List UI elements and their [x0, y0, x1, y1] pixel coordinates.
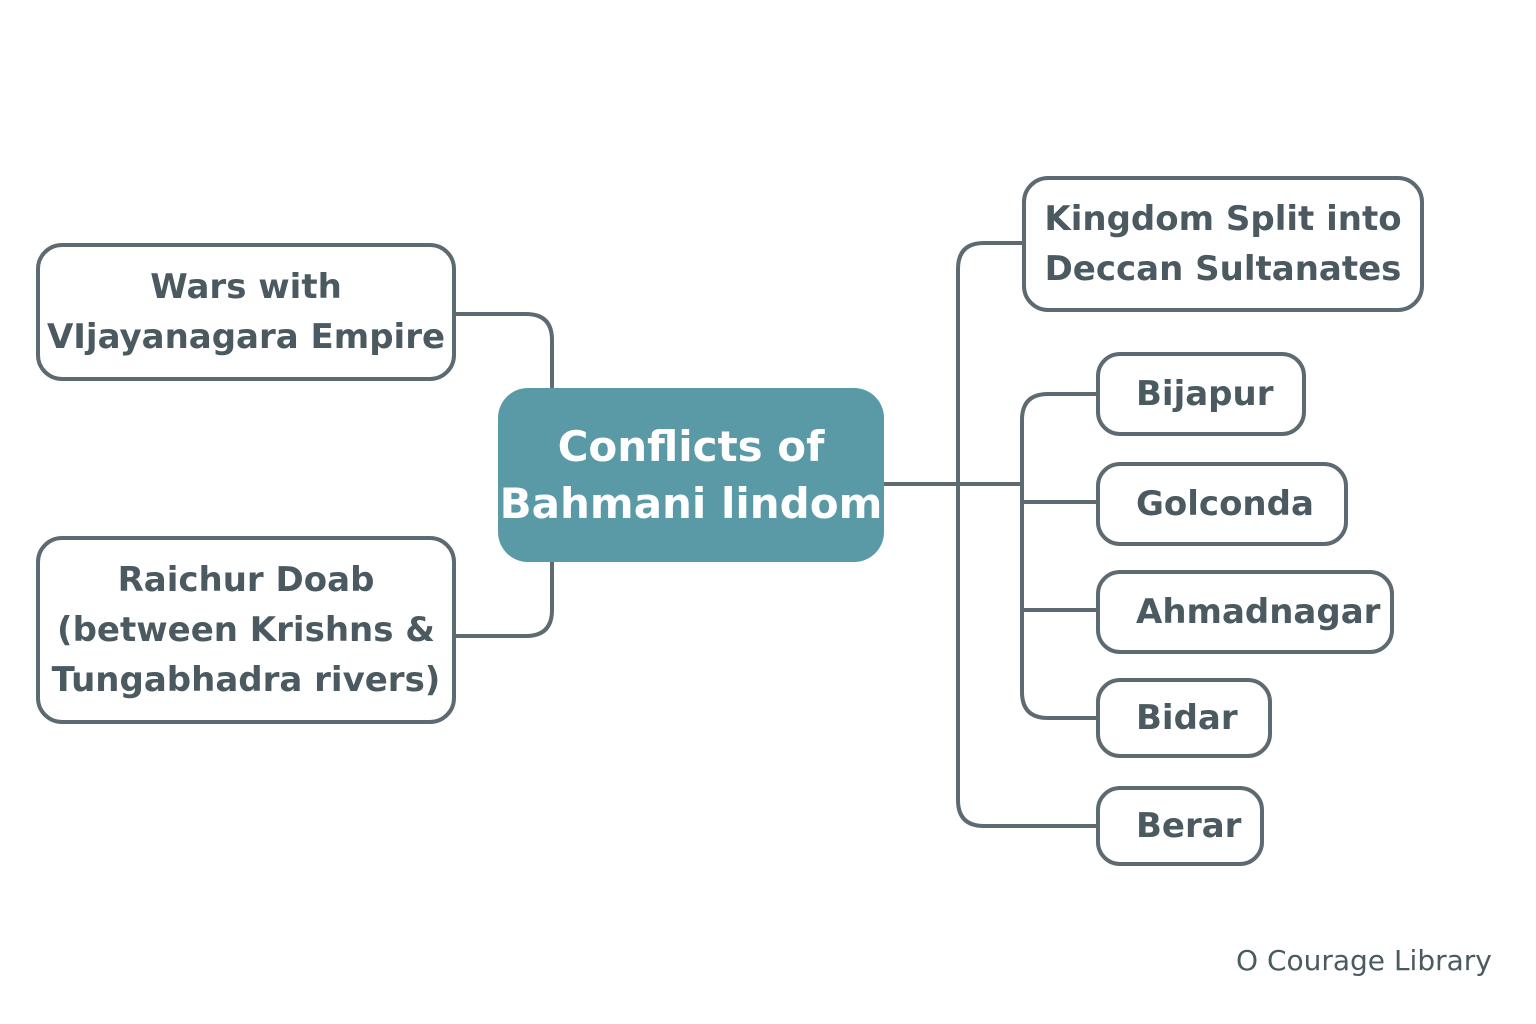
central-topic-line1: Conflicts of	[557, 422, 825, 471]
sultanate-bijapur-node: Bijapur	[1096, 352, 1306, 436]
connector-raichur	[454, 560, 554, 638]
footer-credit: O Courage Library	[1236, 944, 1492, 977]
sultanate-golconda-label: Golconda	[1136, 484, 1314, 524]
sultanate-golconda-node: Golconda	[1096, 462, 1348, 546]
sultanate-berar-node: Berar	[1096, 786, 1264, 866]
sultanate-ahmadnagar-node: Ahmadnagar	[1096, 570, 1394, 654]
kingdom-split-line2: Deccan Sultanates	[1044, 249, 1402, 289]
raichur-node: Raichur Doab (between Krishns & Tungabha…	[36, 536, 456, 724]
kingdom-split-node: Kingdom Split into Deccan Sultanates	[1022, 176, 1424, 312]
connector-wars	[454, 312, 554, 390]
sultanate-bijapur-label: Bijapur	[1136, 374, 1274, 414]
sultanate-bidar-label: Bidar	[1136, 698, 1238, 738]
wars-node: Wars with VIjayanagara Empire	[36, 243, 456, 381]
raichur-line1: Raichur Doab	[117, 560, 375, 600]
connector-bijapur	[1020, 392, 1098, 720]
wars-line1: Wars with	[150, 267, 342, 307]
kingdom-split-line1: Kingdom Split into	[1044, 199, 1402, 239]
sultanate-berar-label: Berar	[1136, 806, 1242, 846]
wars-line2: VIjayanagara Empire	[46, 317, 446, 357]
central-topic-line2: Bahmani lindom	[499, 479, 883, 528]
raichur-line2: (between Krishns &	[57, 610, 435, 650]
central-topic-node: Conflicts of Bahmani lindom	[498, 388, 884, 562]
sultanate-bidar-node: Bidar	[1096, 678, 1272, 758]
sultanate-ahmadnagar-label: Ahmadnagar	[1136, 592, 1381, 632]
connector-split	[956, 241, 1098, 828]
raichur-line3: Tungabhadra rivers)	[51, 660, 441, 700]
